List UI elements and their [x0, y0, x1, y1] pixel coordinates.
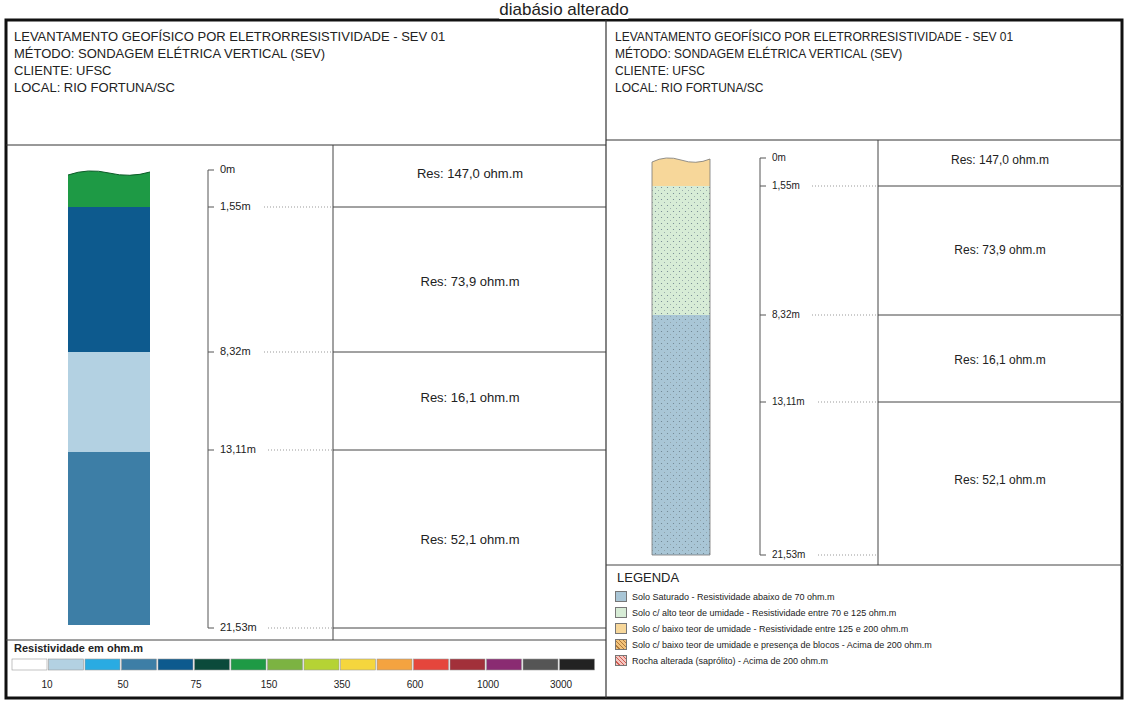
right-leader-lines [812, 186, 878, 555]
color-swatch [231, 659, 266, 670]
color-swatch [195, 659, 230, 670]
panel-divider [605, 20, 606, 698]
legend-text: Rocha alterada (saprólito) - Acima de 20… [632, 656, 828, 666]
legend-swatch [615, 607, 627, 618]
scale-value: 600 [405, 679, 426, 691]
right-table [606, 140, 1122, 565]
legend-swatch [615, 639, 627, 650]
color-swatch [377, 659, 412, 670]
resistivity-value: Res: 147,0 ohm.m [949, 153, 1051, 167]
resistivity-value: Res: 147,0 ohm.m [415, 166, 525, 182]
depth-label: 0m [218, 163, 237, 176]
scale-value: 350 [332, 679, 353, 691]
color-swatch [487, 659, 522, 670]
header-line: CLIENTE: UFSC [14, 62, 604, 79]
scale-value: 75 [188, 679, 203, 691]
header-panel: LEVANTAMENTO GEOFÍSICO POR ELETRORRESIST… [8, 22, 604, 96]
resistivity-value: Res: 16,1 ohm.m [952, 353, 1047, 367]
depth-label: 13,11m [218, 443, 258, 456]
left-leader-lines [264, 207, 333, 628]
resistivity-value: Res: 52,1 ohm.m [952, 473, 1047, 487]
left-depth-scale [208, 170, 214, 628]
scale-title: Resistividade em ohm.m [12, 642, 145, 655]
depth-label: 0m [770, 152, 788, 164]
right-column [652, 158, 710, 555]
legend-item: Rocha alterada (saprólito) - Acima de 20… [615, 655, 828, 666]
depth-label: 8,32m [770, 309, 802, 321]
scale-value: 10 [39, 679, 54, 691]
scale-value: 150 [259, 679, 280, 691]
right-depth-scale [760, 158, 766, 555]
color-swatch [523, 659, 558, 670]
color-swatch [560, 659, 595, 670]
color-swatch [341, 659, 376, 670]
depth-label: 1,55m [770, 180, 802, 192]
color-swatch [49, 659, 84, 670]
header-rule [606, 140, 1122, 141]
header-panel: LEVANTAMENTO GEOFÍSICO POR ELETRORRESIST… [608, 22, 1120, 97]
legend-swatch [615, 591, 627, 602]
color-swatch [85, 659, 120, 670]
color-swatch [450, 659, 485, 670]
scale-value: 1000 [475, 679, 501, 691]
header-line: MÉTODO: SONDAGEM ELÉTRICA VERTICAL (SEV) [615, 46, 1120, 63]
resistivity-value: Res: 73,9 ohm.m [419, 274, 522, 290]
header-rule [6, 145, 606, 146]
legend-title: LEGENDA [615, 570, 681, 586]
header-line: LEVANTAMENTO GEOFÍSICO POR ELETRORRESIST… [615, 29, 1120, 46]
legend-swatch [615, 655, 627, 666]
depth-label: 21,53m [218, 621, 259, 634]
depth-label: 8,32m [218, 345, 253, 358]
resistivity-value: Res: 16,1 ohm.m [419, 390, 522, 406]
legend-text: Solo c/ baixo teor de umidade e presença… [632, 640, 932, 650]
header-line: LEVANTAMENTO GEOFÍSICO POR ELETRORRESIST… [14, 28, 604, 45]
color-swatch [268, 659, 303, 670]
resistivity-value: Res: 52,1 ohm.m [419, 532, 522, 548]
color-swatch [158, 659, 193, 670]
depth-label: 1,55m [218, 200, 253, 213]
depth-label: 13,11m [770, 396, 807, 408]
legend-text: Solo Saturado - Resistividade abaixo de … [632, 592, 835, 602]
color-swatch [414, 659, 449, 670]
legend-item: Solo c/ baixo teor de umidade - Resistiv… [615, 623, 908, 634]
legend-item: Solo Saturado - Resistividade abaixo de … [615, 591, 835, 602]
legend-swatch [615, 623, 627, 634]
scale-value: 50 [115, 679, 130, 691]
left-table [6, 145, 606, 640]
color-swatch [12, 659, 47, 670]
legend-text: Solo c/ baixo teor de umidade - Resistiv… [632, 624, 908, 634]
legend-item: Solo c/ alto teor de umidade - Resistivi… [615, 607, 896, 618]
scale-value: 3000 [548, 679, 574, 691]
header-line: LOCAL: RIO FORTUNA/SC [14, 79, 604, 96]
color-swatch [122, 659, 157, 670]
resistivity-value: Res: 73,9 ohm.m [952, 243, 1047, 257]
header-line: CLIENTE: UFSC [615, 63, 1120, 80]
outer-frame [6, 20, 1122, 698]
color-swatch [304, 659, 339, 670]
left-column [68, 171, 150, 625]
header-line: MÉTODO: SONDAGEM ELÉTRICA VERTICAL (SEV) [14, 45, 604, 62]
legend-text: Solo c/ alto teor de umidade - Resistivi… [632, 608, 896, 618]
depth-label: 21,53m [770, 549, 807, 561]
header-line: LOCAL: RIO FORTUNA/SC [615, 80, 1120, 97]
caption: diabásio alterado [499, 0, 628, 19]
resistivity-color-bar [12, 659, 595, 670]
legend-item: Solo c/ baixo teor de umidade e presença… [615, 639, 932, 650]
